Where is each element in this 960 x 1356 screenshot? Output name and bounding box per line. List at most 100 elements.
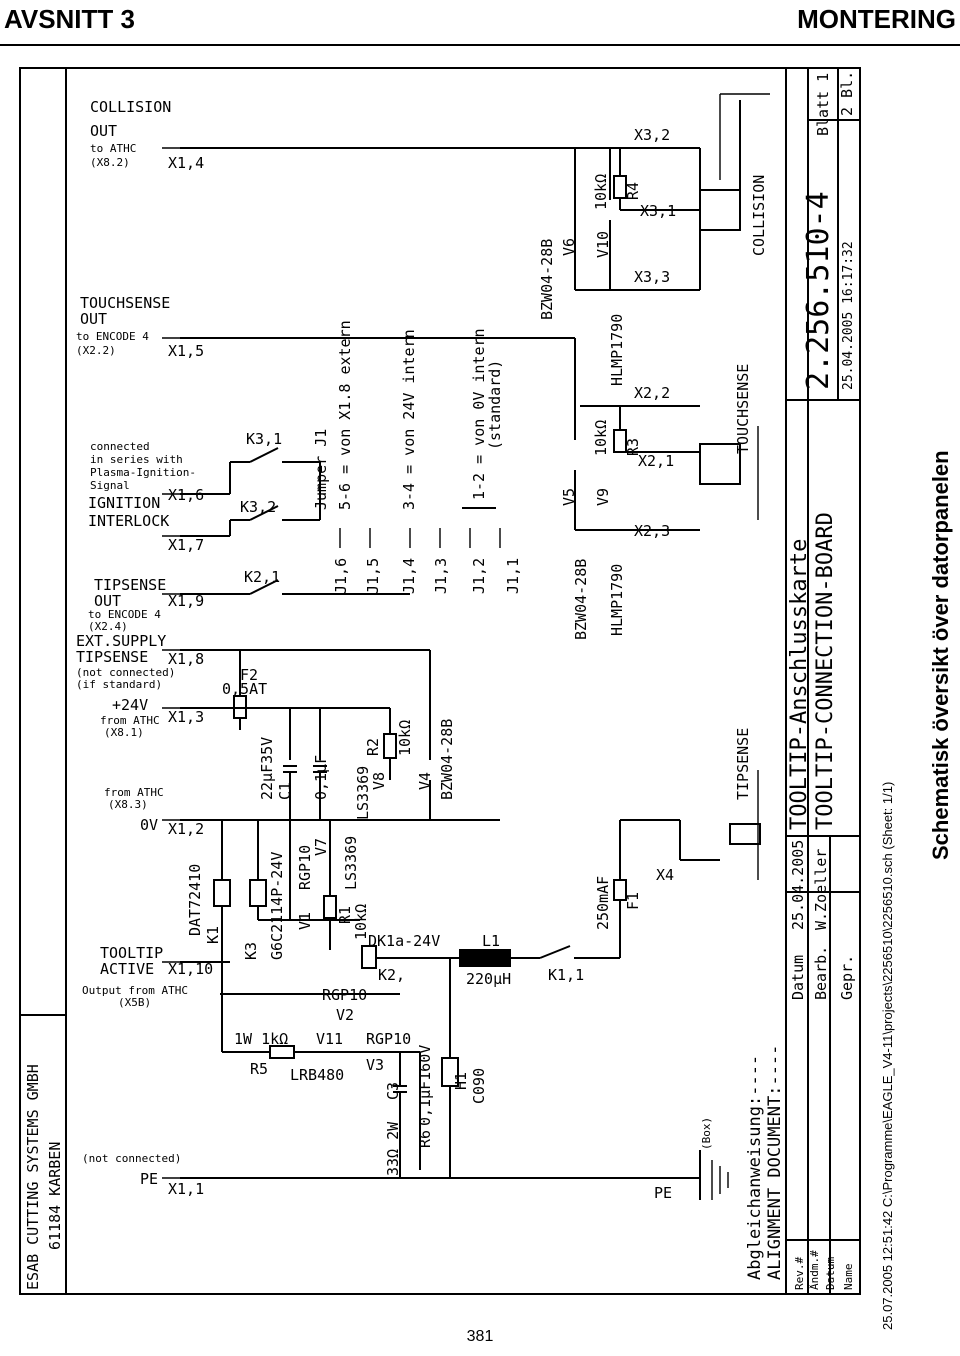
header-rule xyxy=(0,44,960,46)
x1-5-desc: TOUCHSENSE xyxy=(80,294,170,312)
title-en: TOOLTIP-CONNECTION-BOARD xyxy=(813,512,838,830)
k2-part: DK1a-24V xyxy=(368,932,440,950)
r2-value: 10kΩ xyxy=(396,720,414,756)
x1-2-desc2: (X8.3) xyxy=(108,798,148,811)
alignment-de: Abgleichanweisung:---- xyxy=(745,1055,765,1280)
h1-part: C090 xyxy=(470,1068,488,1104)
collision-label: COLLISION xyxy=(750,175,768,256)
r1-value: 10kΩ xyxy=(352,904,370,940)
v6-part: BZW04-28B xyxy=(538,239,556,320)
x4-label: X4 xyxy=(656,866,674,884)
blatt-label: Blatt 1 xyxy=(814,73,832,136)
x1-4-label: X1,4 xyxy=(168,154,204,172)
f1-value: 250mAF xyxy=(594,876,612,930)
andm-label: Ändm.# xyxy=(808,1250,821,1290)
r5-label: R5 xyxy=(250,1060,268,1078)
datum-value: 25.04.2005 xyxy=(789,840,807,930)
x1-8-desc: EXT.SUPPLY xyxy=(76,632,166,650)
x1-5-desc3: to ENCODE 4 xyxy=(76,330,149,343)
v5-label: V5 xyxy=(560,488,578,506)
x1-7-label: X1,7 xyxy=(168,536,204,554)
x1-1-label: X1,1 xyxy=(168,1180,204,1198)
x2-3-label: X2,3 xyxy=(634,522,670,540)
k1-1-label: K1,1 xyxy=(548,966,584,984)
ground-hatching xyxy=(711,93,770,1200)
x1-3-desc: +24V xyxy=(112,696,148,714)
rev-datum-label: Datum xyxy=(824,1257,837,1290)
x1-9-label: X1,9 xyxy=(168,592,204,610)
x1-9-desc: TIPSENSE xyxy=(94,576,166,594)
bearb-label: Bearb. xyxy=(812,946,830,1000)
v11-part: LRB480 xyxy=(290,1066,344,1084)
ignition-note-3: Plasma-Ignition- xyxy=(90,466,196,479)
v4-part: BZW04-28B xyxy=(438,719,456,800)
x1-10-label: X1,10 xyxy=(168,960,213,978)
v7-part: LS3369 xyxy=(342,836,360,890)
c1-label: C1 xyxy=(276,782,294,800)
jumper-note-4: (standard) xyxy=(486,360,504,450)
sensor-circuits xyxy=(574,100,761,1200)
title-de: TOOLTIP-Anschlusskarte xyxy=(787,539,812,830)
x1-9-desc3: to ENCODE 4 xyxy=(88,608,161,621)
doc-timestamp: 25.04.2005 16:17:32 xyxy=(841,241,856,390)
r3-label: R3 xyxy=(624,438,642,456)
j1-4: J1,4 xyxy=(400,558,418,594)
gepr-label: Gepr. xyxy=(838,955,856,1000)
r5-value: 1W 1kΩ xyxy=(234,1030,288,1048)
x1-3-desc2: from ATHC xyxy=(100,714,160,727)
f2-label: F2 xyxy=(240,666,258,684)
r1-label: R1 xyxy=(336,906,354,924)
v5-part: BZW04-28B xyxy=(572,559,590,640)
page-number: 381 xyxy=(466,1328,494,1345)
k2-1-label: K2,1 xyxy=(244,568,280,586)
r4-value: 10kΩ xyxy=(592,174,610,210)
x1-8-desc2: TIPSENSE xyxy=(76,648,148,666)
x1-8-desc3: (not connected) xyxy=(76,666,175,679)
pe-label: PE xyxy=(654,1184,672,1202)
c1-value: 22µF35V xyxy=(258,737,276,800)
v3-part: RGP10 xyxy=(366,1030,411,1048)
x3-2-label: X3,2 xyxy=(634,126,670,144)
v6-label: V6 xyxy=(560,238,578,256)
v3-label: V3 xyxy=(366,1056,384,1074)
k3-2-label: K3,2 xyxy=(240,498,276,516)
relay-contacts xyxy=(229,447,410,595)
v11-label: V11 xyxy=(316,1030,343,1048)
x1-10-desc3: Output from ATHC xyxy=(82,984,188,997)
v1-part: RGP10 xyxy=(296,845,314,890)
r2-label: R2 xyxy=(364,738,382,756)
x1-4-desc: COLLISION xyxy=(90,98,171,116)
jumper-note-1: 5-6 = von X1.8 extern xyxy=(336,320,354,510)
ignition-note-4: Signal xyxy=(90,479,130,492)
h1-label: H1 xyxy=(452,1072,470,1090)
x1-8-desc4: (if standard) xyxy=(76,678,162,691)
x1-4-desc3: to ATHC xyxy=(90,142,136,155)
v8-label: V8 xyxy=(370,772,388,790)
jumper-j1 xyxy=(339,507,501,548)
box-label: (Box) xyxy=(700,1117,713,1150)
figure-caption: Schematisk översikt över datorpanelen xyxy=(928,450,953,860)
c2-value: 0,1µF xyxy=(312,755,330,800)
x1-4-desc2: OUT xyxy=(90,122,117,140)
f2-value: 0,5AT xyxy=(222,680,267,698)
company-name: ESAB CUTTING SYSTEMS GMBH xyxy=(24,1064,42,1290)
jumper-note-3: 1-2 = von 0V intern xyxy=(470,328,488,500)
x3-1-label: X3,1 xyxy=(640,202,676,220)
v9-part: HLMP1790 xyxy=(608,564,626,636)
v2-part: RGP10 xyxy=(322,986,367,1004)
x1-5-desc2: OUT xyxy=(80,310,107,328)
k3-1-label: K3,1 xyxy=(246,430,282,448)
bearb-value: W.Zoeller xyxy=(812,849,830,930)
x1-4-desc4: (X8.2) xyxy=(90,156,130,169)
datum-label: Datum xyxy=(789,955,807,1000)
tipsense-label: TIPSENSE xyxy=(734,728,752,800)
jumper-title: Jumper J1 xyxy=(312,429,330,510)
print-stamp: 25.07.2005 12:51:42 C:\Programme\EAGLE_V… xyxy=(880,782,895,1330)
k3-label: K3 xyxy=(242,942,260,960)
l1-value: 220µH xyxy=(466,970,511,988)
sheet-count: 2 Bl. xyxy=(838,71,856,116)
k2-label: K2, xyxy=(378,966,405,984)
touchsense-label: TOUCHSENSE xyxy=(734,364,752,454)
v9-label: V9 xyxy=(594,488,612,506)
x1-3-label: X1,3 xyxy=(168,708,204,726)
